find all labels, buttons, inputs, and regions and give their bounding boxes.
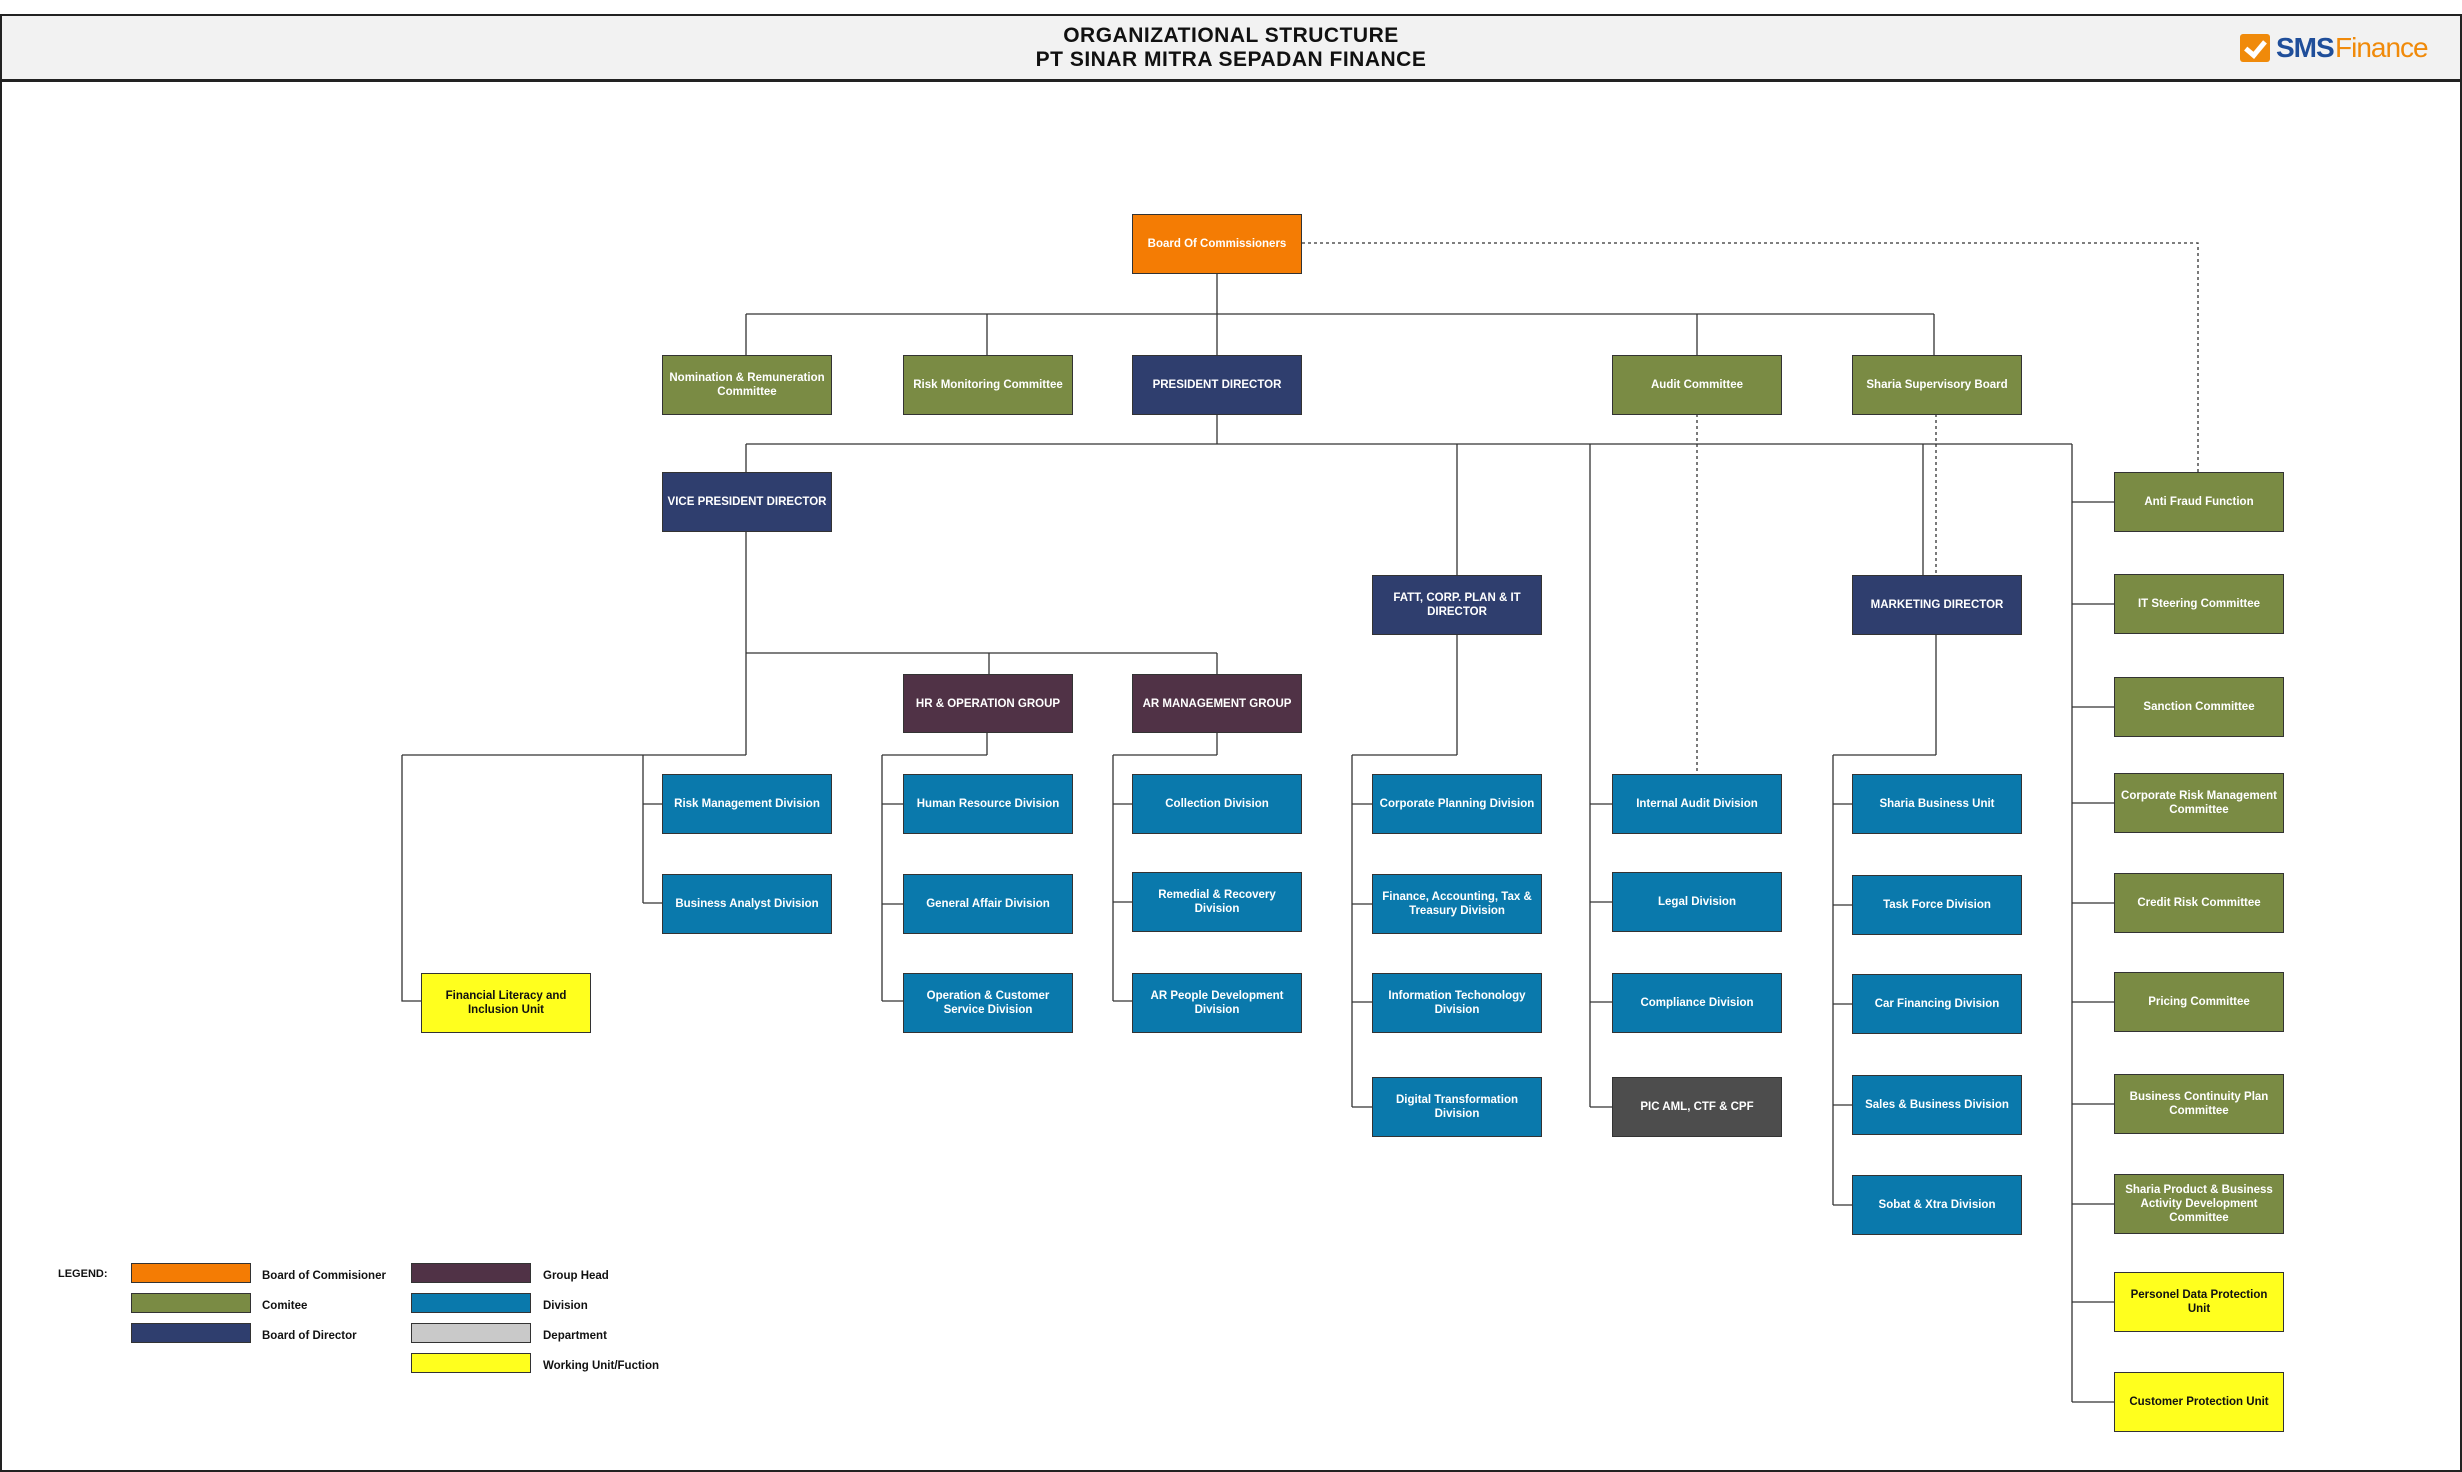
sms-finance-logo: SMS Finance xyxy=(2240,30,2430,66)
ar-management-group-box: AR MANAGEMENT GROUP xyxy=(1132,674,1302,733)
audit-committee-box: Audit Committee xyxy=(1612,355,1782,415)
fatt-director-box: FATT, CORP. PLAN & IT DIRECTOR xyxy=(1372,575,1542,635)
board-of-commissioners-box: Board Of Commissioners xyxy=(1132,214,1302,274)
personel-data-protection-unit-box: Personel Data Protection Unit xyxy=(2114,1272,2284,1332)
legend-swatch-division xyxy=(411,1293,531,1313)
marketing-director-box: MARKETING DIRECTOR xyxy=(1852,575,2022,635)
risk-monitoring-committee-box: Risk Monitoring Committee xyxy=(903,355,1073,415)
business-analyst-division-box: Business Analyst Division xyxy=(662,874,832,934)
finance-accounting-division-box: Finance, Accounting, Tax & Treasury Divi… xyxy=(1372,874,1542,934)
sharia-supervisory-board-box: Sharia Supervisory Board xyxy=(1852,355,2022,415)
legend-swatch-board-of-director xyxy=(131,1323,251,1343)
general-affair-division-box: General Affair Division xyxy=(903,874,1073,934)
vice-president-director-box: VICE PRESIDENT DIRECTOR xyxy=(662,472,832,532)
car-financing-division-box: Car Financing Division xyxy=(1852,974,2022,1034)
president-director-box: PRESIDENT DIRECTOR xyxy=(1132,355,1302,415)
sharia-business-unit-box: Sharia Business Unit xyxy=(1852,774,2022,834)
ar-people-development-division-box: AR People Development Division xyxy=(1132,973,1302,1033)
legend-swatch-board-of-commisioner xyxy=(131,1263,251,1283)
credit-risk-committee-box: Credit Risk Committee xyxy=(2114,873,2284,933)
page-title: ORGANIZATIONAL STRUCTURE xyxy=(1063,24,1399,47)
pic-aml-box: PIC AML, CTF & CPF xyxy=(1612,1077,1782,1137)
internal-audit-division-box: Internal Audit Division xyxy=(1612,774,1782,834)
legend-label-board-of-commisioner: Board of Commisioner xyxy=(262,1270,386,1282)
legend-label-board-of-director: Board of Director xyxy=(262,1330,357,1342)
corporate-risk-management-committee-box: Corporate Risk Management Committee xyxy=(2114,773,2284,833)
pricing-committee-box: Pricing Committee xyxy=(2114,972,2284,1032)
it-steering-committee-box: IT Steering Committee xyxy=(2114,574,2284,634)
task-force-division-box: Task Force Division xyxy=(1852,875,2022,935)
sharia-product-committee-box: Sharia Product & Business Activity Devel… xyxy=(2114,1174,2284,1234)
business-continuity-plan-committee-box: Business Continuity Plan Committee xyxy=(2114,1074,2284,1134)
information-technology-division-box: Information Techonology Division xyxy=(1372,973,1542,1033)
legend-swatch-comitee xyxy=(131,1293,251,1313)
corporate-planning-division-box: Corporate Planning Division xyxy=(1372,774,1542,834)
operation-customer-service-division-box: Operation & Customer Service Division xyxy=(903,973,1073,1033)
page-subtitle: PT SINAR MITRA SEPADAN FINANCE xyxy=(1035,48,1427,71)
legend-label-working-unit: Working Unit/Fuction xyxy=(543,1360,660,1372)
legend-swatch-working-unit xyxy=(411,1353,531,1373)
legend-title: LEGEND: xyxy=(58,1268,108,1280)
legend-swatch-group-head xyxy=(411,1263,531,1283)
legend-label-group-head: Group Head xyxy=(543,1270,609,1282)
legend-swatch-department xyxy=(411,1323,531,1343)
legend-label-department: Department xyxy=(543,1330,607,1342)
checkmark-icon xyxy=(2240,34,2270,62)
human-resource-division-box: Human Resource Division xyxy=(903,774,1073,834)
risk-management-division-box: Risk Management Division xyxy=(662,774,832,834)
header-bar xyxy=(0,14,2462,82)
customer-protection-unit-box: Customer Protection Unit xyxy=(2114,1372,2284,1432)
legend-label-comitee: Comitee xyxy=(262,1300,308,1312)
digital-transformation-division-box: Digital Transformation Division xyxy=(1372,1077,1542,1137)
collection-division-box: Collection Division xyxy=(1132,774,1302,834)
nomination-committee-box: Nomination & Remuneration Committee xyxy=(662,355,832,415)
sobat-xtra-division-box: Sobat & Xtra Division xyxy=(1852,1175,2022,1235)
sanction-committee-box: Sanction Committee xyxy=(2114,677,2284,737)
hr-operation-group-box: HR & OPERATION GROUP xyxy=(903,674,1073,733)
legal-division-box: Legal Division xyxy=(1612,872,1782,932)
remedial-recovery-division-box: Remedial & Recovery Division xyxy=(1132,872,1302,932)
sales-business-division-box: Sales & Business Division xyxy=(1852,1075,2022,1135)
financial-literacy-unit-box: Financial Literacy and Inclusion Unit xyxy=(421,973,591,1033)
anti-fraud-function-box: Anti Fraud Function xyxy=(2114,472,2284,532)
compliance-division-box: Compliance Division xyxy=(1612,973,1782,1033)
legend-label-division: Division xyxy=(543,1300,588,1312)
